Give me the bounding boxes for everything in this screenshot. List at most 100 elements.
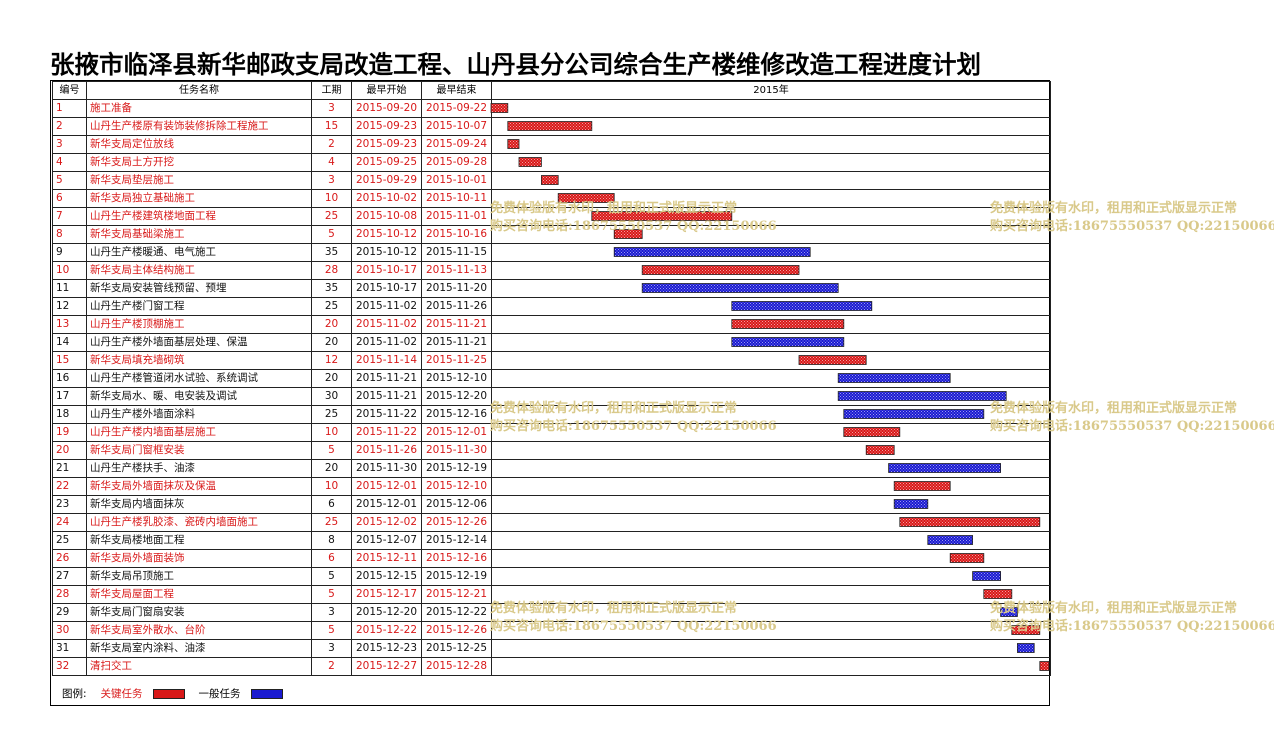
task-end: 2015-11-20 — [421, 279, 492, 298]
task-duration: 35 — [311, 279, 352, 298]
legend-normal-label: 一般任务 — [198, 688, 241, 700]
critical-task-bar — [591, 211, 733, 221]
task-duration: 28 — [311, 261, 352, 280]
task-name: 新华支局填充墙砌筑 — [86, 351, 312, 370]
watermark: 免费体验版有水印，租用和正式版显示正常 购买咨询电话:18675550537 Q… — [990, 400, 1274, 436]
critical-task-bar — [731, 319, 845, 329]
task-end: 2015-12-16 — [421, 549, 492, 568]
watermark: 免费体验版有水印，租用和正式版显示正常 购买咨询电话:18675550537 Q… — [490, 600, 777, 636]
task-id: 25 — [52, 531, 87, 550]
task-name: 山丹生产楼管道闭水试验、系统调试 — [86, 369, 312, 388]
task-start: 2015-11-30 — [351, 459, 422, 478]
normal-task-bar — [641, 283, 839, 293]
critical-task-bar — [507, 121, 593, 131]
task-end: 2015-12-26 — [421, 513, 492, 532]
task-end: 2015-11-30 — [421, 441, 492, 460]
task-start: 2015-11-02 — [351, 297, 422, 316]
watermark-line1: 免费体验版有水印，租用和正式版显示正常 — [990, 401, 1238, 416]
watermark: 免费体验版有水印，租用和正式版显示正常 购买咨询电话:18675550537 Q… — [490, 200, 777, 236]
watermark-line2: 购买咨询电话:18675550537 QQ:22150066 — [490, 619, 777, 634]
watermark: 免费体验版有水印，租用和正式版显示正常 购买咨询电话:18675550537 Q… — [490, 400, 777, 436]
task-end: 2015-11-26 — [421, 297, 492, 316]
legend-critical-label: 关键任务 — [100, 688, 143, 700]
task-start: 2015-10-12 — [351, 243, 422, 262]
task-id: 17 — [52, 387, 87, 406]
legend-normal-swatch — [250, 688, 283, 699]
task-name: 新华支局内墙面抹灰 — [86, 495, 312, 514]
critical-task-bar — [893, 481, 951, 491]
task-name: 新华支局土方开挖 — [86, 153, 312, 172]
task-start: 2015-12-17 — [351, 585, 422, 604]
task-end: 2015-12-10 — [421, 369, 492, 388]
normal-task-bar — [1017, 643, 1035, 653]
normal-task-bar — [837, 391, 1007, 401]
task-id: 15 — [52, 351, 87, 370]
critical-task-bar — [507, 139, 520, 149]
critical-task-bar — [557, 193, 615, 203]
task-name: 清扫交工 — [86, 657, 312, 676]
task-end: 2015-12-16 — [421, 405, 492, 424]
critical-task-bar — [541, 175, 559, 185]
task-name: 新华支局室外散水、台阶 — [86, 621, 312, 640]
watermark-line1: 免费体验版有水印，租用和正式版显示正常 — [490, 201, 738, 216]
watermark-line2: 购买咨询电话:18675550537 QQ:22150066 — [990, 219, 1274, 234]
legend-critical-swatch — [152, 688, 185, 699]
critical-task-bar — [613, 229, 643, 239]
task-end: 2015-10-16 — [421, 225, 492, 244]
task-start: 2015-12-07 — [351, 531, 422, 550]
normal-task-bar — [843, 409, 985, 419]
task-name: 新华支局独立基础施工 — [86, 189, 312, 208]
task-start: 2015-10-02 — [351, 189, 422, 208]
task-start: 2015-12-01 — [351, 477, 422, 496]
watermark-line2: 购买咨询电话:18675550537 QQ:22150066 — [490, 419, 777, 434]
task-end: 2015-11-21 — [421, 315, 492, 334]
normal-task-bar — [613, 247, 811, 257]
normal-task-bar — [837, 373, 951, 383]
task-name: 山丹生产楼门窗工程 — [86, 297, 312, 316]
critical-task-bar — [641, 265, 800, 275]
task-name: 新华支局屋面工程 — [86, 585, 312, 604]
legend: 图例: 关键任务 一般任务 — [62, 686, 297, 701]
watermark-line1: 免费体验版有水印，租用和正式版显示正常 — [990, 201, 1238, 216]
task-start: 2015-10-17 — [351, 279, 422, 298]
critical-task-bar — [1039, 661, 1050, 671]
task-id: 22 — [52, 477, 87, 496]
critical-task-bar — [1011, 625, 1041, 635]
task-duration: 25 — [311, 513, 352, 532]
task-end: 2015-11-01 — [421, 207, 492, 226]
task-start: 2015-10-17 — [351, 261, 422, 280]
watermark-line2: 购买咨询电话:18675550537 QQ:22150066 — [490, 219, 777, 234]
critical-task-bar — [518, 157, 542, 167]
task-start: 2015-12-20 — [351, 603, 422, 622]
task-id: 32 — [52, 657, 87, 676]
task-name: 山丹生产楼外墙面涂料 — [86, 405, 312, 424]
task-start: 2015-11-26 — [351, 441, 422, 460]
critical-task-bar — [843, 427, 901, 437]
task-name: 新华支局垫层施工 — [86, 171, 312, 190]
watermark: 免费体验版有水印，租用和正式版显示正常 购买咨询电话:18675550537 Q… — [990, 600, 1274, 636]
watermark-line1: 免费体验版有水印，租用和正式版显示正常 — [490, 401, 738, 416]
task-name: 新华支局室内涂料、油漆 — [86, 639, 312, 658]
critical-task-bar — [490, 103, 509, 113]
critical-task-bar — [798, 355, 867, 365]
task-name: 山丹生产楼外墙面基层处理、保温 — [86, 333, 312, 352]
watermark: 免费体验版有水印，租用和正式版显示正常 购买咨询电话:18675550537 Q… — [990, 200, 1274, 236]
critical-task-bar — [983, 589, 1013, 599]
task-start: 2015-12-01 — [351, 495, 422, 514]
